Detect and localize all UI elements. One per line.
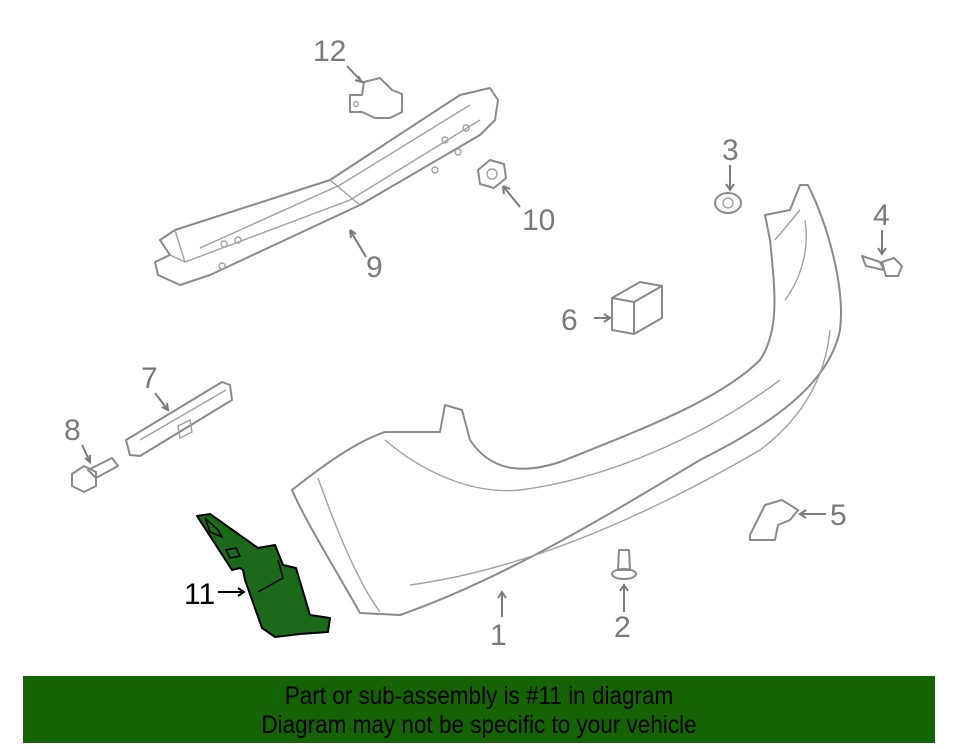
highlighted-part-11[interactable]: [196, 513, 331, 638]
info-banner: Part or sub-assembly is #11 in diagram D…: [23, 676, 935, 743]
callout-7[interactable]: 7: [141, 362, 158, 395]
callout-2[interactable]: 2: [614, 611, 631, 644]
side-bracket-part: [749, 499, 799, 541]
callout-6[interactable]: 6: [561, 304, 578, 337]
clip-part: [714, 192, 742, 214]
banner-line-1: Part or sub-assembly is #11 in diagram: [284, 682, 674, 710]
bumper-cover-part: [291, 184, 842, 616]
bumper-bracket-part: [349, 77, 403, 119]
pad-part: [611, 281, 663, 335]
callout-10[interactable]: 10: [522, 204, 555, 237]
screw-part: [611, 549, 637, 580]
callout-3[interactable]: 3: [722, 134, 739, 167]
callout-12[interactable]: 12: [313, 35, 346, 68]
callout-11[interactable]: 11: [184, 578, 215, 611]
retainer-part: [125, 381, 233, 457]
callout-4[interactable]: 4: [873, 199, 890, 232]
banner-line-2: Diagram may not be specific to your vehi…: [261, 711, 697, 739]
bolt-part: [861, 255, 903, 277]
callout-5[interactable]: 5: [830, 499, 847, 532]
nut-part: [477, 159, 507, 189]
callout-8[interactable]: 8: [64, 414, 81, 447]
callout-9[interactable]: 9: [366, 251, 383, 284]
reinforcement-beam-part: [154, 87, 499, 286]
callout-1[interactable]: 1: [490, 619, 507, 652]
bolt-part: [71, 457, 119, 493]
